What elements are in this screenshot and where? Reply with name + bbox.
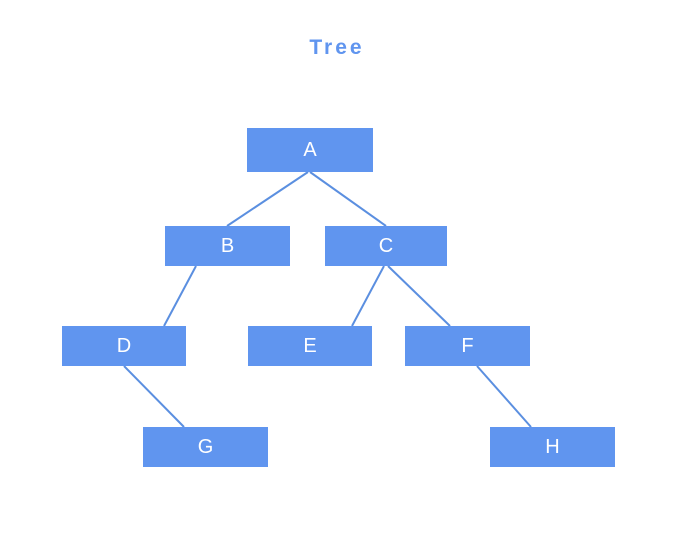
tree-node-f[interactable]: F (405, 326, 530, 366)
tree-node-a[interactable]: A (247, 128, 373, 172)
tree-edge-a-c (309, 171, 387, 227)
page-title: Tree (309, 36, 365, 59)
tree-node-label: C (378, 235, 394, 257)
tree-edge-c-e (351, 265, 385, 327)
tree-node-label: H (545, 436, 560, 458)
tree-edge-d-g (123, 365, 185, 428)
tree-node-label: G (197, 436, 214, 458)
tree-edge-a-b (226, 171, 309, 227)
tree-edge-c-f (387, 265, 451, 327)
tree-node-label: F (461, 335, 474, 357)
tree-node-label: E (303, 335, 317, 357)
tree-node-label: D (116, 335, 132, 357)
tree-node-c[interactable]: C (325, 226, 447, 266)
tree-node-d[interactable]: D (62, 326, 186, 366)
tree-node-label: A (303, 139, 317, 161)
tree-edge-b-d (163, 265, 197, 327)
tree-node-label: B (220, 235, 235, 257)
tree-node-e[interactable]: E (248, 326, 372, 366)
tree-node-b[interactable]: B (165, 226, 290, 266)
tree-node-h[interactable]: H (490, 427, 615, 467)
tree-node-g[interactable]: G (143, 427, 268, 467)
tree-edge-f-h (476, 365, 532, 428)
